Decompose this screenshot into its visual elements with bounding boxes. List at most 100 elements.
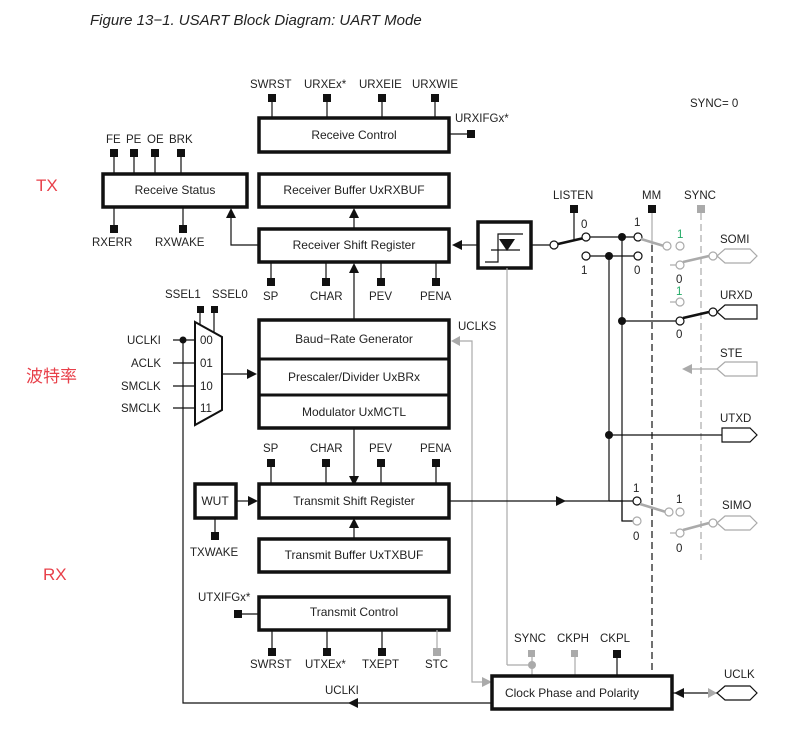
- receive-status-group: FE PE OE BRK Receive Status RXERR RXWAKE: [92, 134, 249, 249]
- pin-txept: [378, 648, 386, 656]
- label-pe: PE: [126, 134, 142, 146]
- transmit-control-group: UTXIFGx* Transmit Control SWRST UTXEx* T…: [198, 592, 451, 671]
- arrow-shift-to-status: [226, 208, 236, 218]
- pin-rx-pev: [377, 278, 385, 286]
- pin-tx-pena: [432, 459, 440, 467]
- block-wut-label: WUT: [201, 494, 229, 508]
- switch-tx-0: [632, 516, 642, 526]
- pin-cp-ckph: [571, 650, 578, 657]
- switch-somi-0: [675, 260, 685, 270]
- pin-tx-char: [322, 459, 330, 467]
- pin-oe: [151, 149, 159, 157]
- label-smclk-10: SMCLK: [121, 381, 161, 393]
- pin-label-ste: STE: [720, 348, 743, 360]
- switch-urxd-common: [708, 307, 718, 317]
- switch-mm-0: [633, 251, 643, 261]
- pin-urxifgx: [467, 130, 475, 138]
- junction-urxd: [618, 317, 626, 325]
- label-tx-char: CHAR: [310, 443, 343, 455]
- mux-code-11: 11: [200, 403, 212, 415]
- pin-label-simo: SIMO: [722, 500, 751, 512]
- pin-rxwake: [179, 225, 187, 233]
- label-tx-0: 0: [633, 531, 639, 543]
- label-mm-1: 1: [634, 217, 640, 229]
- label-listen-0: 0: [581, 219, 587, 231]
- pin-mm: [648, 205, 656, 213]
- switch-urxd-0: [675, 316, 685, 326]
- pin-listen: [570, 205, 578, 213]
- block-transmit-shift-register: [257, 482, 451, 520]
- arrow-wut-to-tx-shift: [248, 496, 258, 506]
- pin-urxex: [323, 94, 331, 102]
- label-tx-1: 1: [633, 483, 639, 495]
- label-txwake: TXWAKE: [190, 547, 238, 559]
- pin-label-uclk: UCLK: [724, 669, 755, 681]
- port-uclk[interactable]: [716, 685, 758, 701]
- mux-shape: [194, 320, 223, 427]
- block-baud-rate-generator: [257, 318, 451, 430]
- sync-note: SYNC= 0: [690, 98, 738, 110]
- switch-simo-0: [675, 528, 685, 538]
- label-urxifgx: URXIFGx*: [455, 113, 509, 125]
- arrow-mux-to-prescaler: [247, 369, 257, 379]
- switch-simo-common: [708, 518, 718, 528]
- block-receive-control-label: Receive Control: [311, 128, 396, 142]
- block-receiver-buffer: [257, 172, 451, 209]
- switch-simo-1: [675, 507, 685, 517]
- port-simo[interactable]: [716, 515, 758, 531]
- annotation-baud-rate: 波特率: [26, 367, 77, 386]
- label-rxerr: RXERR: [92, 237, 132, 249]
- switch-mm-tx-out: [664, 507, 674, 517]
- schmitt-trigger-icon: [485, 233, 523, 263]
- pin-stc: [433, 648, 441, 656]
- mux-code-00: 00: [200, 335, 213, 347]
- mux-code-10: 10: [200, 381, 213, 393]
- mux-code-01: 01: [200, 358, 213, 370]
- label-sync-ctrl: SYNC: [684, 190, 716, 202]
- block-clock-phase-label: Clock Phase and Polarity: [505, 686, 639, 700]
- label-uclks: UCLKS: [458, 321, 497, 333]
- block-transmit-buffer-label: Transmit Buffer UxTXBUF: [285, 548, 424, 562]
- block-receiver-buffer-label: Receiver Buffer UxRXBUF: [283, 183, 424, 197]
- arrow-uclks: [451, 336, 460, 346]
- label-rxwake: RXWAKE: [155, 237, 205, 249]
- label-urxex: URXEx*: [304, 79, 347, 91]
- block-transmit-control-label: Transmit Control: [310, 605, 398, 619]
- block-transmit-shift-label: Transmit Shift Register: [293, 494, 415, 508]
- pin-tx-swrst: [268, 648, 276, 656]
- switch-listen-0: [581, 232, 591, 242]
- label-cp-sync: SYNC: [514, 633, 546, 645]
- pin-rxerr: [110, 225, 118, 233]
- block-receive-status: [101, 172, 249, 209]
- port-urxd[interactable]: [716, 304, 758, 320]
- arrow-uclk-out: [708, 688, 717, 698]
- label-urxd-0: 0: [676, 329, 682, 341]
- label-rx-sp: SP: [263, 291, 279, 303]
- pin-label-utxd: UTXD: [720, 413, 751, 425]
- switch-listen-common: [549, 240, 559, 250]
- clock-phase-group: SYNC CKPH CKPL Clock Phase and Polarity …: [490, 633, 758, 711]
- switch-network: LISTEN MM SYNC 0 1 1 0 1: [531, 190, 758, 670]
- pin-rx-pena: [432, 278, 440, 286]
- clock-source-mux: SSEL1 SSEL0 00 01 10 11 UCLKI ACLK SMCLK…: [121, 289, 257, 427]
- pin-utxifgx: [234, 610, 242, 618]
- label-somi-1: 1: [677, 229, 683, 241]
- junction-utxd: [605, 431, 613, 439]
- rx-shift-bits: SP CHAR PEV PENA: [263, 262, 452, 303]
- pin-txwake: [211, 532, 219, 540]
- label-cp-ckph: CKPH: [557, 633, 589, 645]
- label-utxex: UTXEx*: [305, 659, 346, 671]
- label-txept: TXEPT: [362, 659, 399, 671]
- pin-cp-ckpl: [613, 650, 621, 658]
- label-brk: BRK: [169, 134, 193, 146]
- port-somi[interactable]: [716, 248, 758, 264]
- label-ssel0: SSEL0: [212, 289, 248, 301]
- pin-ssel0: [211, 306, 218, 313]
- label-aclk: ACLK: [131, 358, 161, 370]
- arrow-into-rx-shift: [452, 240, 462, 250]
- block-transmit-control: [257, 595, 451, 632]
- port-ste[interactable]: [716, 361, 758, 377]
- port-utxd[interactable]: [721, 427, 758, 443]
- annotation-tx: TX: [36, 176, 58, 195]
